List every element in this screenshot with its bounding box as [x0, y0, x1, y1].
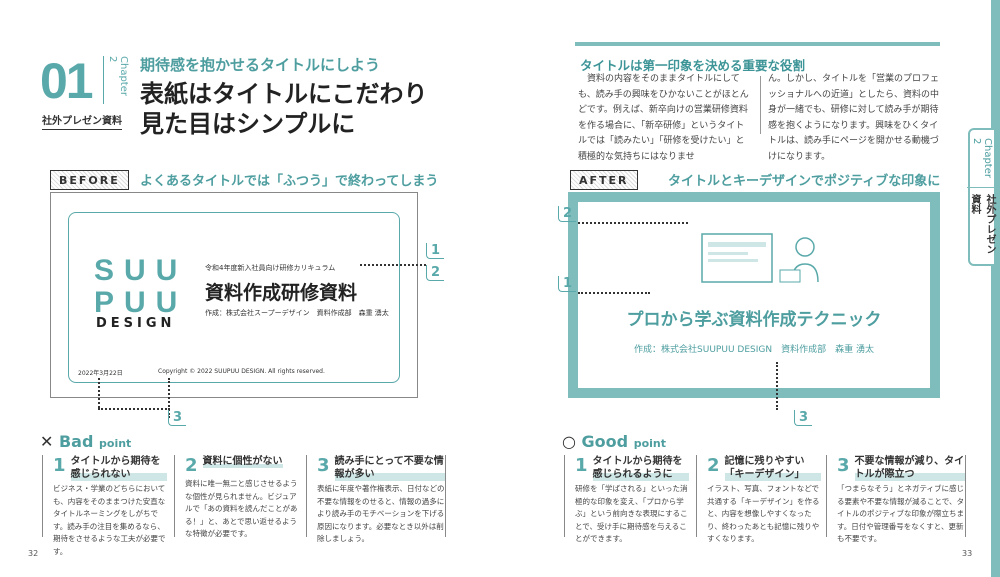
section-number: 01 [40, 53, 94, 109]
cross-icon: ✕ [40, 432, 54, 451]
chapter-tab: Chapter 2 社外プレゼン資料 [967, 128, 997, 266]
page-edge-bar [991, 0, 1000, 577]
category-label: 社外プレゼン資料 [42, 112, 122, 130]
before-subtitle: 令和4年度新入社員向け研修カリキュラム [205, 264, 336, 272]
logo-design: DESIGN [96, 316, 176, 331]
before-author: 作成：株式会社スープーデザイン 資料作成部 森重 湧太 [205, 309, 389, 317]
intro-column-1: 資料の内容をそのままタイトルにしても、読み手の興味をひかないことがほとんどです。… [578, 74, 749, 162]
page-subtitle: 期待感を抱かせるタイトルにしよう [140, 56, 381, 74]
callout-2: 2 [426, 265, 445, 281]
divider [575, 42, 940, 46]
before-title: 資料作成研修資料 [205, 282, 358, 304]
good-point-heading: ○ Good point [562, 432, 666, 451]
leader-line [98, 378, 100, 408]
before-copyright: Copyright © 2022 SUUPUU DESIGN. All righ… [158, 368, 325, 375]
intro-heading: タイトルは第一印象を決める重要な役割 [580, 58, 806, 73]
before-heading: よくあるタイトルでは「ふつう」で終わってしまう [140, 174, 439, 189]
leader-line [578, 222, 688, 224]
callout-3: 3 [794, 410, 813, 426]
leader-line [776, 362, 778, 410]
callout-1: 1 [558, 276, 577, 292]
column-divider [760, 76, 761, 134]
chapter-label: Chapter 2 [103, 56, 129, 104]
before-date: 2022年3月22日 [78, 370, 123, 377]
tab-category: 社外プレゼン資料 [967, 187, 997, 264]
after-title: プロから学ぶ資料作成テクニック [626, 310, 882, 330]
leader-line [168, 378, 170, 418]
before-slide [68, 212, 400, 383]
intro-column-2: ん。しかし、タイトルを「営業のプロフェッショナルへの近道」としたら、資料の中身が… [768, 74, 940, 162]
after-label: AFTER [570, 170, 638, 190]
callout-2: 2 [558, 206, 577, 222]
leader-line [98, 408, 170, 410]
before-slide-frame [50, 192, 418, 398]
callout-3: 3 [168, 410, 187, 426]
leader-line [360, 264, 426, 266]
bad-point-heading: ✕ Bad point [40, 432, 132, 451]
before-label: BEFORE [50, 170, 129, 190]
page-title-line1: 表紙はタイトルにこだわり [140, 80, 428, 108]
after-author: 作成：株式会社SUUPUU DESIGN 資料作成部 森重 湧太 [634, 345, 874, 355]
after-heading: タイトルとキーデザインでポジティブな印象に [668, 174, 941, 189]
circle-icon: ○ [562, 432, 576, 451]
page-title-line2: 見た目はシンプルに [140, 110, 356, 138]
after-slide [568, 192, 940, 398]
illustration-icon [701, 233, 819, 283]
page-number-right: 33 [962, 549, 973, 558]
leader-line [578, 292, 650, 294]
page-number-left: 32 [28, 549, 39, 558]
callout-1: 1 [426, 243, 445, 259]
tab-chapter: Chapter 2 [971, 138, 993, 178]
